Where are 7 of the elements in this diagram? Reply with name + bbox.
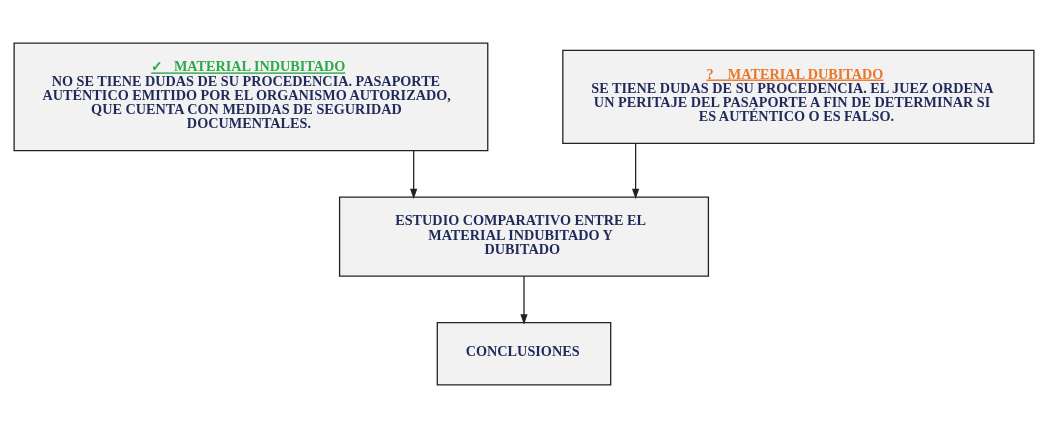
node-box: CONCLUSIONES — [436, 322, 612, 386]
node-box: ESTUDIO COMPARATIVO ENTRE EL MATERIAL INDUBITADO Y DUBITADO — [338, 196, 710, 277]
arrow — [410, 150, 418, 199]
node-box: ? MATERIAL DUBITADO SE TIENE DUDAS DE SU PROCEDENCIA. EL JUEZ ORDENA UN PERITAJE DEL PASAPORTE A FIN DE DETERMINAR SI ES AUTÉNTICO O ES FALSO. — [562, 49, 1035, 145]
node-box: ✓ MATERIAL INDUBITADO NO SE TIENE DUDAS DE SU PROCEDENCIA. PASAPORTE AUTÉNTICO EMITIDO POR EL ORGANISMO AUTORIZADO, QUE CUENTA CON MEDIDAS DE SEGURIDAD DOCUMENTALES. — [13, 42, 489, 152]
arrow — [632, 143, 640, 199]
arrow — [520, 275, 528, 325]
